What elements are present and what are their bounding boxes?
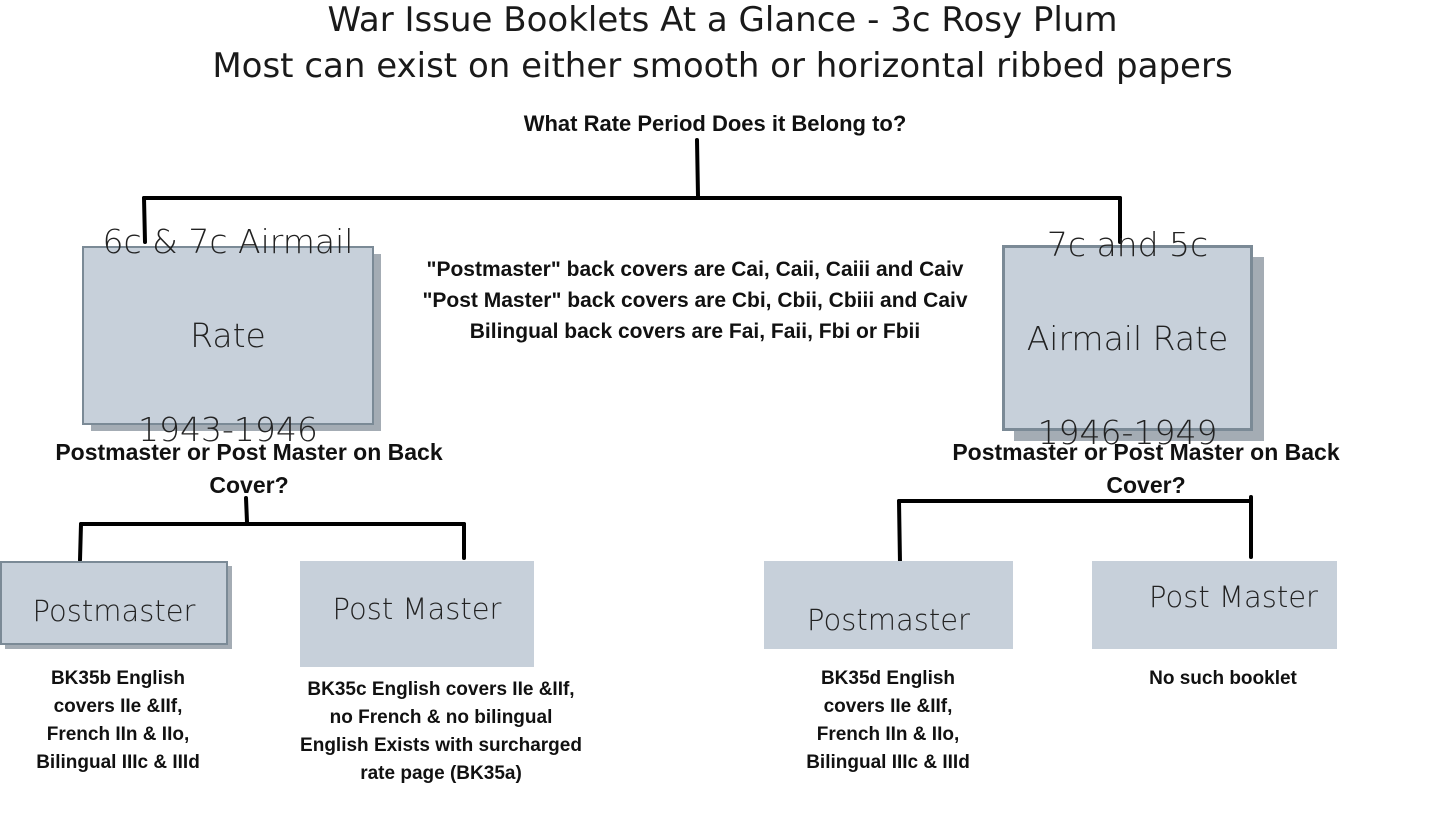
result-bk35b: BK35b English covers IIe &IIf, French II… — [18, 665, 218, 777]
rate-question: What Rate Period Does it Belong to? — [523, 111, 907, 136]
left-post-master-label: Post Master — [332, 592, 502, 626]
left-postmaster-label: Postmaster — [32, 594, 196, 628]
back-cover-info: "Postmaster" back covers are Cai, Caii, … — [412, 254, 978, 347]
left-drop-line — [142, 196, 147, 244]
result-bk35c-line: no French & no bilingual — [329, 707, 553, 728]
right-rate-line-3: 1946-1949 — [1037, 412, 1218, 452]
result-bk35b-line: covers IIe &IIf, — [53, 696, 183, 717]
trunk-line — [695, 138, 700, 198]
title-line-1: War Issue Booklets At a Glance - 3c Rosy… — [327, 0, 1118, 40]
right-rate-line-1: 7c and 5c — [1046, 224, 1209, 264]
result-bk35c-line: rate page (BK35a) — [360, 763, 522, 784]
result-bk35b-line: BK35b English — [50, 668, 186, 689]
result-bk35d-line: French IIn & IIo, — [816, 724, 960, 745]
left-postmaster-box: Postmaster — [0, 561, 228, 645]
left-sub-drop-a — [78, 522, 83, 562]
result-bk35b-line: French IIn & IIo, — [46, 724, 190, 745]
result-bk35c-line: English Exists with surcharged — [300, 735, 582, 756]
right-post-master-box: Post Master — [1092, 561, 1337, 649]
right-back-cover-question: Postmaster or Post Master on Back Cover? — [952, 439, 1340, 498]
title-line-2: Most can exist on either smooth or horiz… — [212, 46, 1233, 86]
info-line-3: Bilingual back covers are Fai, Faii, Fbi… — [469, 320, 921, 343]
info-line-2: "Post Master" back covers are Cbi, Cbii,… — [422, 289, 968, 312]
left-rate-line-2: Rate — [190, 316, 266, 355]
left-rate-box: 6c & 7c Airmail Rate 1943-1946 — [82, 222, 374, 449]
result-bk35d: BK35d English covers IIe &IIf, French II… — [788, 665, 988, 777]
result-bk35b-line: Bilingual IIIc & IIId — [36, 752, 200, 773]
left-rate-line-1: 6c & 7c Airmail — [102, 222, 354, 261]
right-postmaster-label: Postmaster — [807, 603, 970, 637]
result-bk35d-line: BK35d English — [820, 668, 956, 689]
info-line-1: "Postmaster" back covers are Cai, Caii, … — [426, 258, 964, 281]
result-no-booklet: No such booklet — [1149, 668, 1297, 689]
left-rate-line-3: 1943-1946 — [138, 410, 318, 449]
right-post-master-label: Post Master — [1149, 580, 1318, 614]
left-sub-stem — [244, 496, 249, 524]
result-bk35c: BK35c English covers IIe &IIf, no French… — [280, 676, 602, 788]
right-rate-box: 7c and 5c Airmail Rate 1946-1949 — [1002, 225, 1253, 452]
left-post-master-box: Post Master — [300, 561, 534, 667]
result-bk35d-line: Bilingual IIIc & IIId — [806, 752, 970, 773]
right-rate-line-2: Airmail Rate — [1026, 318, 1229, 358]
result-bk35c-line: BK35c English covers IIe &IIf, — [307, 679, 575, 700]
left-back-cover-question: Postmaster or Post Master on Back Cover? — [55, 439, 443, 498]
result-bk35d-line: covers IIe &IIf, — [823, 696, 953, 717]
right-postmaster-box: Postmaster — [764, 561, 1013, 649]
right-sub-drop-a — [897, 499, 902, 565]
